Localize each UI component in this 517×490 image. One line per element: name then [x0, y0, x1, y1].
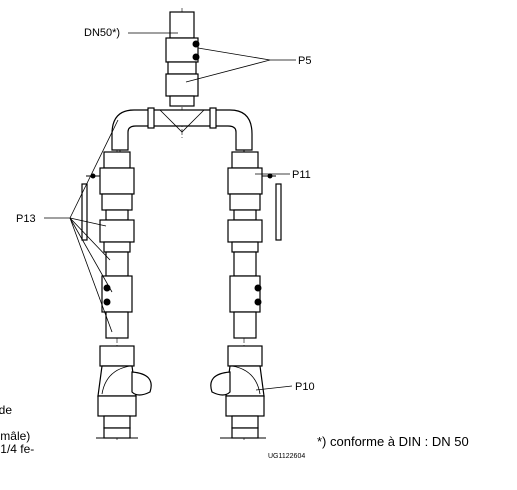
connection-caption: ure de e 0 (2" mâle) 2 (1" 1/4 fe-: [0, 404, 100, 464]
din-footnote: *) conforme à DIN : DN 50: [317, 434, 469, 449]
right-branch: [210, 150, 282, 440]
label-p13: P13: [16, 213, 36, 225]
top-inlet-pipe: [165, 8, 200, 140]
caption-line-4: 2 (1" 1/4 fe-: [0, 442, 35, 456]
label-dn50: DN50*): [84, 27, 120, 39]
label-p5: P5: [298, 55, 311, 67]
label-p11: P11: [292, 169, 311, 181]
caption-line-1: ure de: [0, 404, 13, 417]
left-branch: [81, 150, 152, 440]
caption-line-3: 0 (2" mâle): [0, 429, 31, 443]
leader-lines: [44, 32, 296, 391]
drawing-id: UG1122604: [268, 453, 305, 460]
label-p10: P10: [295, 381, 315, 393]
